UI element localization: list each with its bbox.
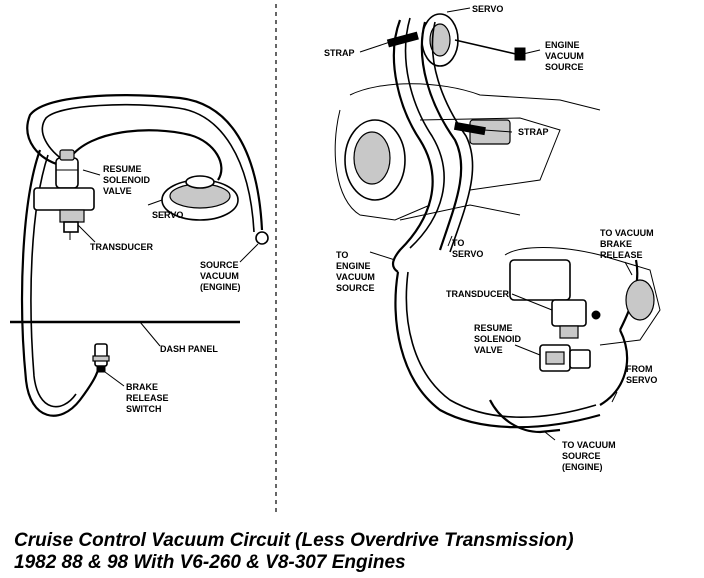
caption-title: Cruise Control Vacuum Circuit (Less Over…: [14, 530, 574, 551]
source-vacuum-hose: [26, 94, 264, 231]
label-transducer-left: TRANSDUCER: [90, 242, 154, 252]
servo-hose: [69, 129, 223, 181]
engine-upper: [334, 83, 601, 221]
hose-from-servo: [599, 329, 629, 406]
label-servo-right: SERVO: [472, 4, 503, 14]
source-vacuum-fitting: [255, 231, 269, 245]
label-strap-top: STRAP: [324, 48, 355, 58]
vacuum-circuit-diagram: RESUME SOLENOID VALVE SERVO TRANSDUCER S…: [10, 4, 661, 512]
label-transducer-right: TRANSDUCER: [446, 289, 510, 299]
hose-lower-loop: [394, 271, 601, 429]
hose-to-servo: [420, 21, 463, 251]
label-to-vacuum-brake-release: TO VACUUM BRAKE RELEASE: [600, 228, 656, 260]
servo-right: [421, 13, 526, 67]
label-servo-left: SERVO: [152, 210, 183, 220]
label-to-engine-vacuum-source: TO ENGINE VACUUM SOURCE: [336, 250, 377, 293]
engine-lower: [504, 247, 661, 346]
transducer: [33, 187, 95, 240]
label-to-vacuum-source: TO VACUUM SOURCE (ENGINE): [562, 440, 618, 472]
label-source-vacuum-left: SOURCE VACUUM (ENGINE): [200, 260, 241, 292]
strap-top: [386, 31, 419, 48]
right-view: SERVO STRAP ENGINE VACUUM SOURCE STRAP T…: [324, 4, 661, 472]
servo-left: [147, 175, 239, 221]
label-to-servo: TO SERVO: [452, 238, 483, 259]
label-brake-release-switch: BRAKE RELEASE SWITCH: [126, 382, 171, 414]
hose-to-vacuum-source: [489, 399, 561, 434]
label-engine-vacuum-source: ENGINE VACUUM SOURCE: [545, 40, 586, 72]
resume-solenoid-valve: [55, 149, 79, 189]
transducer-right: [551, 299, 601, 339]
resume-solenoid-valve-right: [539, 344, 591, 372]
brake-hose: [20, 149, 102, 417]
caption-subtitle: 1982 88 & 98 With V6-260 & V8-307 Engine…: [14, 552, 406, 573]
label-resume-solenoid-valve-right: RESUME SOLENOID VALVE: [474, 323, 524, 355]
label-strap-mid: STRAP: [518, 127, 549, 137]
label-dash-panel: DASH PANEL: [160, 344, 218, 354]
brake-release-switch: [92, 343, 110, 373]
label-from-servo: FROM SERVO: [626, 364, 657, 385]
label-resume-solenoid-valve-left: RESUME SOLENOID VALVE: [103, 164, 153, 196]
left-view: RESUME SOLENOID VALVE SERVO TRANSDUCER S…: [10, 94, 269, 417]
strap-mid: [453, 121, 486, 136]
